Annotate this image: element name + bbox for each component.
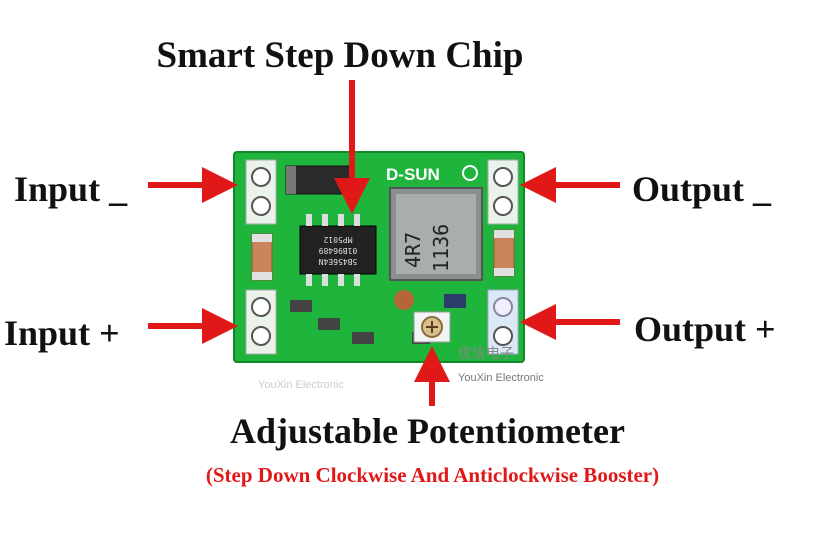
chip-marking-1: 5B456E4N: [319, 257, 358, 266]
potentiometer-note: (Step Down Clockwise And Anticlockwise B…: [205, 463, 660, 487]
mount-hole-icon: [462, 165, 478, 181]
output-negative-pads: [487, 159, 519, 225]
inductor-marking-2: 1136: [429, 224, 453, 272]
watermark-english: YouXin Electronic: [458, 372, 544, 384]
chip-label: Smart Step Down Chip: [156, 35, 524, 76]
output-negative-label: Output _: [632, 169, 772, 209]
potentiometer: [413, 311, 451, 343]
chip-marking-3: MP5012: [323, 235, 352, 244]
input-negative-label: Input _: [14, 169, 128, 209]
arrows: [148, 80, 620, 406]
output-positive-label: Output +: [634, 309, 776, 349]
potentiometer-label: Adjustable Potentiometer: [230, 411, 625, 451]
brand-text: D-SUN: [386, 165, 440, 184]
chip-marking-2: 01B96489: [319, 246, 358, 255]
input-negative-pads: [245, 159, 277, 225]
input-positive-label: Input +: [4, 313, 120, 353]
input-positive-pads: [245, 289, 277, 355]
inductor: 4R7 1136: [389, 187, 483, 281]
output-positive-pads: [487, 289, 519, 355]
watermark-chinese: 优信电子: [458, 346, 514, 362]
step-down-chip: 5B456E4N 01B96489 MP5012: [299, 214, 377, 286]
watermark-faint: YouXin Electronic: [258, 379, 344, 391]
inductor-marking-1: 4R7: [401, 232, 425, 268]
